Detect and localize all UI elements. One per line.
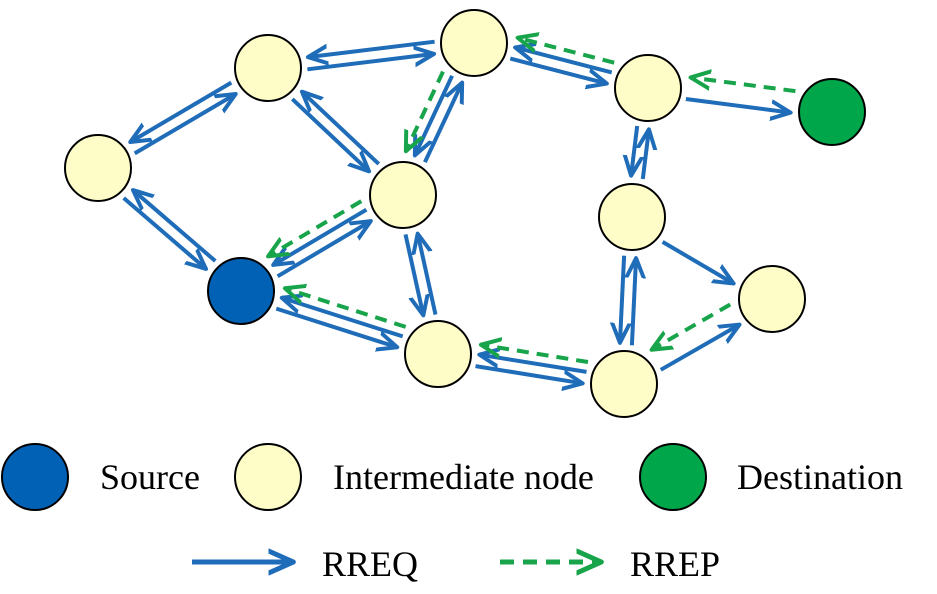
nodes-layer (64, 9, 866, 418)
rreq-arrow-n4-to-dst (685, 97, 790, 113)
rreq-arrow-n5-to-n3 (423, 84, 462, 164)
rrep-arrow-n9-to-n7 (653, 302, 732, 350)
intermediate-node-n3 (440, 9, 508, 77)
rreq-arrow-n3-to-n4 (509, 56, 606, 84)
rreq-arrow-n3-to-n2 (309, 39, 435, 57)
rreq-arrow-n4-to-n8 (631, 125, 637, 175)
legend-source-swatch (1, 443, 69, 511)
intermediate-node-n4 (614, 54, 682, 122)
rreq-arrow-n5-to-n2 (303, 92, 381, 166)
rreq-arrow-n7-to-n8 (632, 259, 636, 346)
rreq-arrow-n1-to-n2 (133, 95, 235, 156)
rreq-arrow-n2-to-n3 (307, 54, 433, 72)
rrep-arrow-n4-to-n3 (519, 38, 615, 65)
rreq-arrow-n2-to-n1 (131, 80, 233, 142)
rreq-arrow-n5-to-n6 (403, 233, 424, 314)
rreq-arrow-n7-to-n9 (659, 325, 739, 372)
rrep-arrow-n6-to-src (286, 289, 407, 329)
rreq-arrow-n6-to-n5 (418, 235, 438, 316)
legend-rreq-label: RREQ (322, 544, 418, 584)
rrep-arrow-n3-to-n5 (406, 70, 445, 151)
rreq-arrow-src-to-n6 (275, 306, 396, 347)
destination-node-dst (798, 78, 866, 146)
legend-destination-swatch (639, 443, 707, 511)
legend: Source Intermediate node Destination RRE… (1, 443, 903, 584)
legend-destination-label: Destination (737, 457, 903, 497)
legend-rrep-label: RREP (630, 544, 720, 584)
source-node-src (207, 257, 275, 325)
legend-intermediate-label: Intermediate node (333, 457, 594, 497)
intermediate-node-n5 (369, 161, 437, 229)
rreq-arrow-n5-to-src (274, 207, 368, 265)
rrep-arrow-n5-to-src (269, 199, 363, 256)
rreq-arrow-n6-to-n7 (475, 364, 582, 383)
rreq-arrow-n2-to-n5 (290, 97, 368, 171)
intermediate-node-n1 (64, 134, 132, 202)
rreq-arrow-src-to-n1 (134, 191, 217, 263)
legend-intermediate-swatch (234, 443, 302, 511)
rrep-arrow-n7-to-n6 (482, 345, 589, 364)
intermediate-node-n8 (598, 183, 666, 251)
intermediate-node-n2 (234, 34, 302, 102)
rreq-arrow-n8-to-n4 (643, 130, 649, 180)
intermediate-node-n6 (404, 320, 472, 388)
legend-source-label: Source (100, 457, 200, 497)
rreq-arrow-n8-to-n9 (661, 240, 733, 283)
intermediate-node-n7 (590, 350, 658, 418)
rrep-arrow-dst-to-n4 (692, 78, 796, 94)
rreq-arrow-n1-to-src (122, 196, 206, 268)
rreq-arrow-n8-to-n7 (620, 255, 624, 342)
edges-layer (122, 38, 796, 383)
intermediate-node-n9 (738, 265, 806, 333)
rreq-arrow-src-to-n5 (276, 222, 370, 279)
